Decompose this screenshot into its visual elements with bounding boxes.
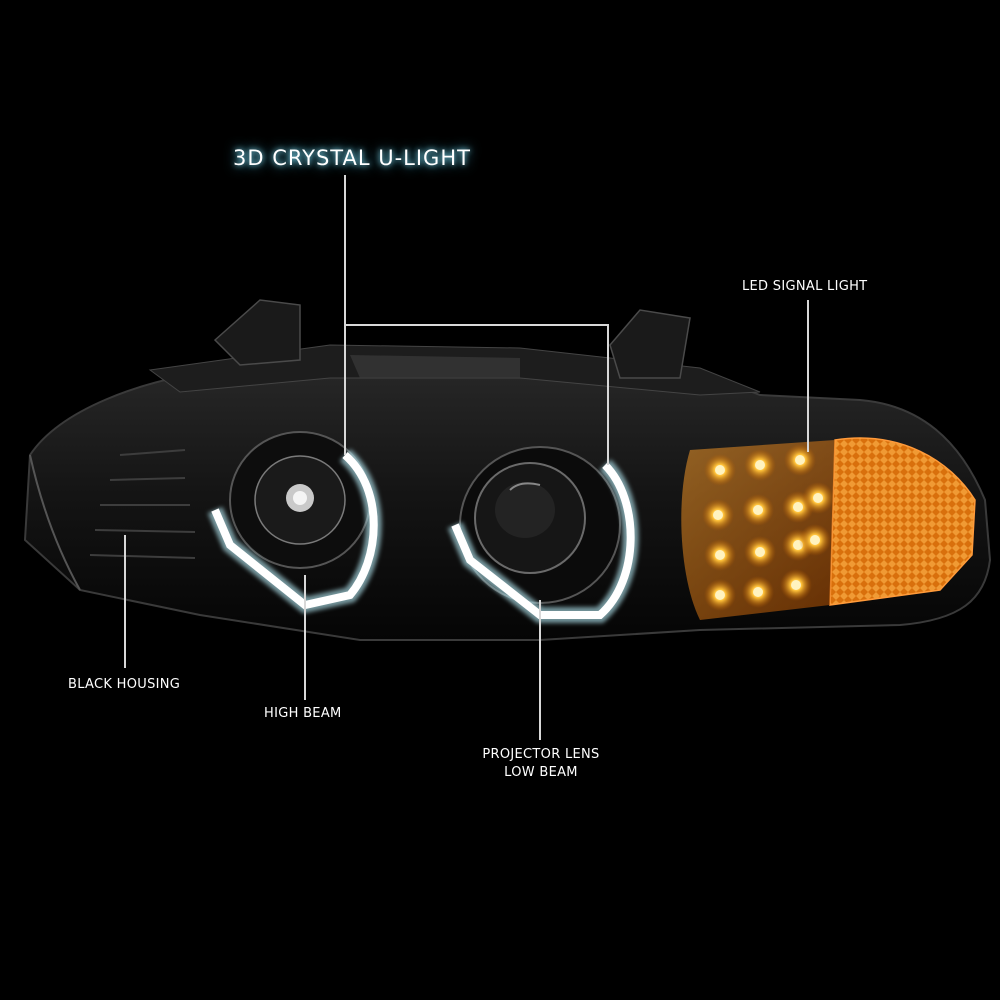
led-dot: [715, 550, 725, 560]
led-dot: [753, 587, 763, 597]
projector-lens: [459, 446, 621, 604]
led-dot: [753, 505, 763, 515]
u-light-halos: [207, 448, 639, 623]
led-dot: [755, 547, 765, 557]
amber-reflector: [829, 437, 976, 606]
led-dot: [813, 493, 823, 503]
led-dot: [793, 502, 803, 512]
callout-high-beam: HIGH BEAM: [264, 706, 342, 721]
led-dot: [791, 580, 801, 590]
callout-projector-line1: PROJECTOR LENS: [482, 747, 600, 762]
led-signal-cluster: [681, 440, 835, 620]
led-dot: [755, 460, 765, 470]
led-dot: [715, 590, 725, 600]
callout-black-housing: BLACK HOUSING: [68, 677, 181, 692]
high-beam-lens: [229, 431, 371, 569]
callout-crystal-u-light: 3D CRYSTAL U-LIGHT: [233, 146, 471, 170]
callout-projector-line2: LOW BEAM: [504, 765, 578, 780]
callout-led-signal-light: LED SIGNAL LIGHT: [742, 279, 868, 294]
callout-lines: [124, 175, 809, 740]
led-dot: [795, 455, 805, 465]
led-dot: [715, 465, 725, 475]
led-dot: [810, 535, 820, 545]
callout-projector-lens: PROJECTOR LENS LOW BEAM: [474, 746, 608, 782]
led-dot: [713, 510, 723, 520]
